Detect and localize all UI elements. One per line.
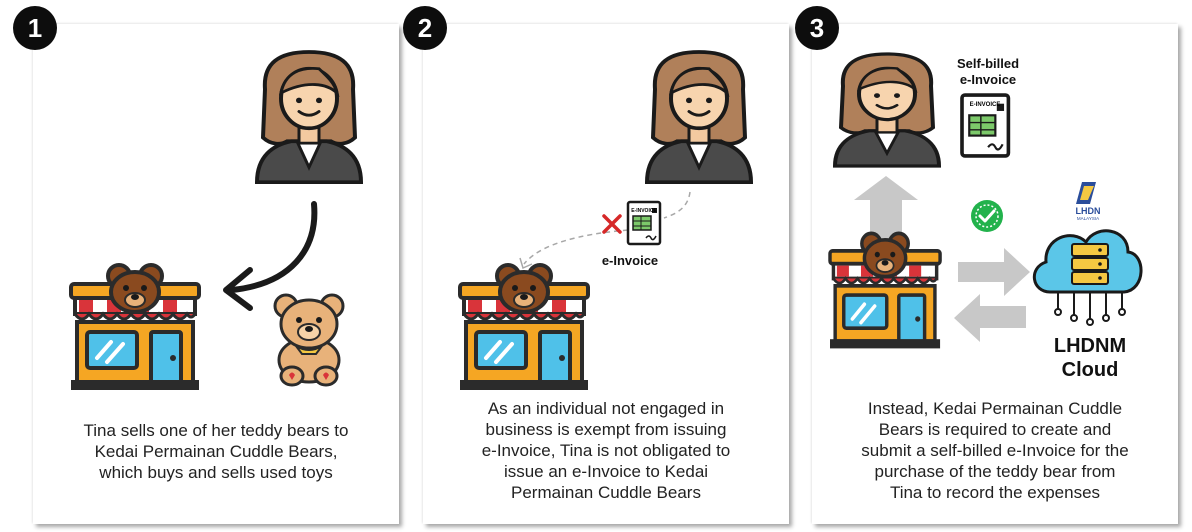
teddy-bear-icon: [273, 293, 345, 387]
self-billed-invoice-icon: E-INVOICE: [960, 93, 1011, 158]
cloud-server-icon: [1033, 229, 1143, 326]
cross-icon: [602, 214, 622, 234]
step-3-badge: 3: [795, 6, 839, 50]
svg-text:E-INVOICE: E-INVOICE: [970, 102, 1001, 108]
e-invoice-label: e-Invoice: [601, 253, 659, 268]
arrow-head: [223, 267, 253, 311]
svg-text:MALAYSIA: MALAYSIA: [1077, 216, 1099, 221]
step-3-caption: Instead, Kedai Permainan Cuddle Bears is…: [861, 399, 1129, 502]
left-arrow: [954, 294, 1026, 342]
person-tina-icon: [645, 50, 753, 185]
person-tina-icon: [255, 50, 363, 185]
curved-arrow: [229, 201, 318, 293]
lhdnm-cloud-label: LHDNM Cloud: [1053, 335, 1127, 381]
svg-text:LHDN: LHDN: [1076, 206, 1101, 216]
invoice-doc-icon: E-INVOICE: [626, 200, 662, 246]
shop-icon: [828, 231, 942, 351]
dashed-arrow-head: [519, 257, 533, 270]
step-2-badge: 2: [403, 6, 447, 50]
svg-text:E-INVOICE: E-INVOICE: [631, 208, 657, 214]
self-billed-label: Self-billed e-Invoice: [956, 56, 1020, 87]
check-badge-icon: [971, 200, 1003, 232]
dashed-path-upper: [663, 191, 691, 219]
right-arrow: [958, 248, 1030, 296]
dashed-path-lower: [523, 229, 629, 265]
lhdn-logo: LHDN MALAYSIA: [1076, 182, 1101, 221]
up-arrow: [854, 176, 918, 246]
step-1-caption: Tina sells one of her teddy bears to Ked…: [83, 421, 349, 482]
step-1-badge: 1: [13, 6, 57, 50]
person-tina-icon: [833, 52, 941, 168]
step-2-caption: As an individual not engaged in business…: [481, 399, 731, 502]
shop-icon: [458, 263, 590, 392]
shop-icon: [69, 263, 201, 392]
